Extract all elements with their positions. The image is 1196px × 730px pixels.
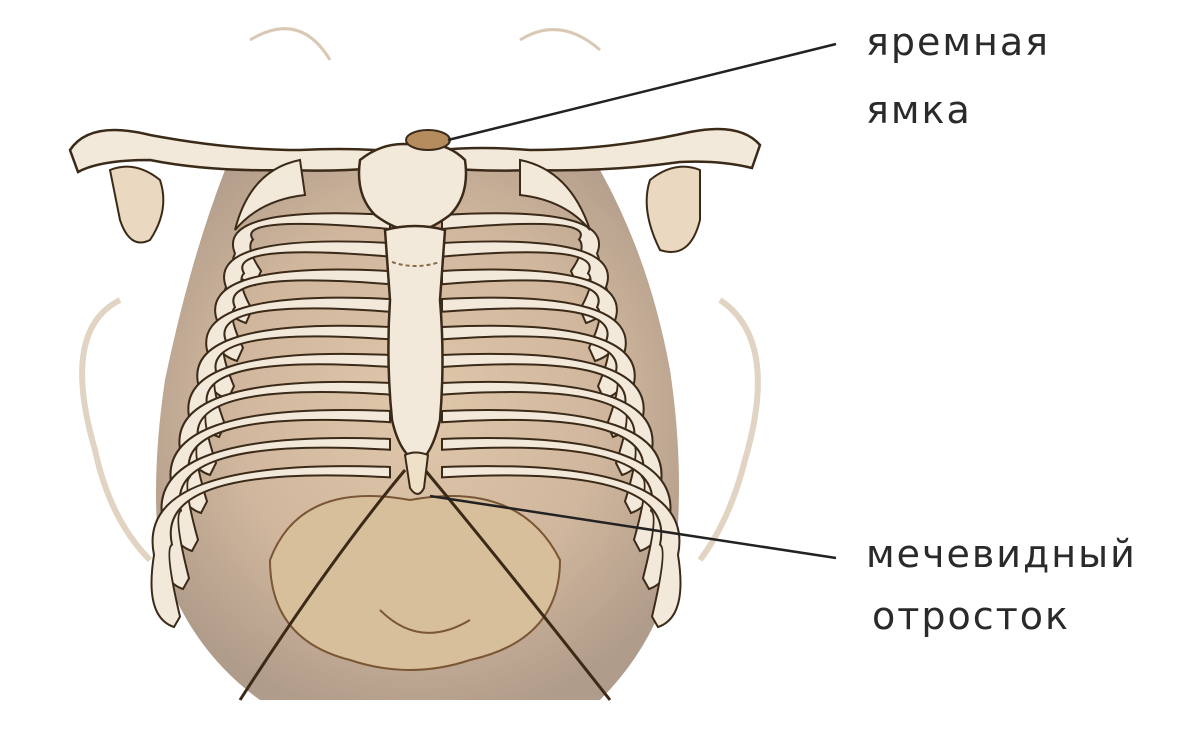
jugular-leader-line xyxy=(448,44,836,140)
label-jugular-notch-line2: ямка xyxy=(866,86,972,134)
right-clavicle xyxy=(440,129,760,171)
jugular-notch-mark xyxy=(406,130,450,150)
body-outline-left xyxy=(82,300,150,560)
body-outline-right xyxy=(700,300,758,560)
left-shoulder xyxy=(110,167,163,243)
left-clavicle xyxy=(70,130,378,172)
sternum-body xyxy=(385,226,445,462)
body-outline xyxy=(250,29,600,60)
label-xiphoid-process-line1: мечевидный xyxy=(866,530,1137,578)
label-xiphoid-process-line2: отросток xyxy=(872,592,1070,640)
label-jugular-notch-line1: яремная xyxy=(866,18,1050,66)
right-shoulder xyxy=(647,167,700,252)
